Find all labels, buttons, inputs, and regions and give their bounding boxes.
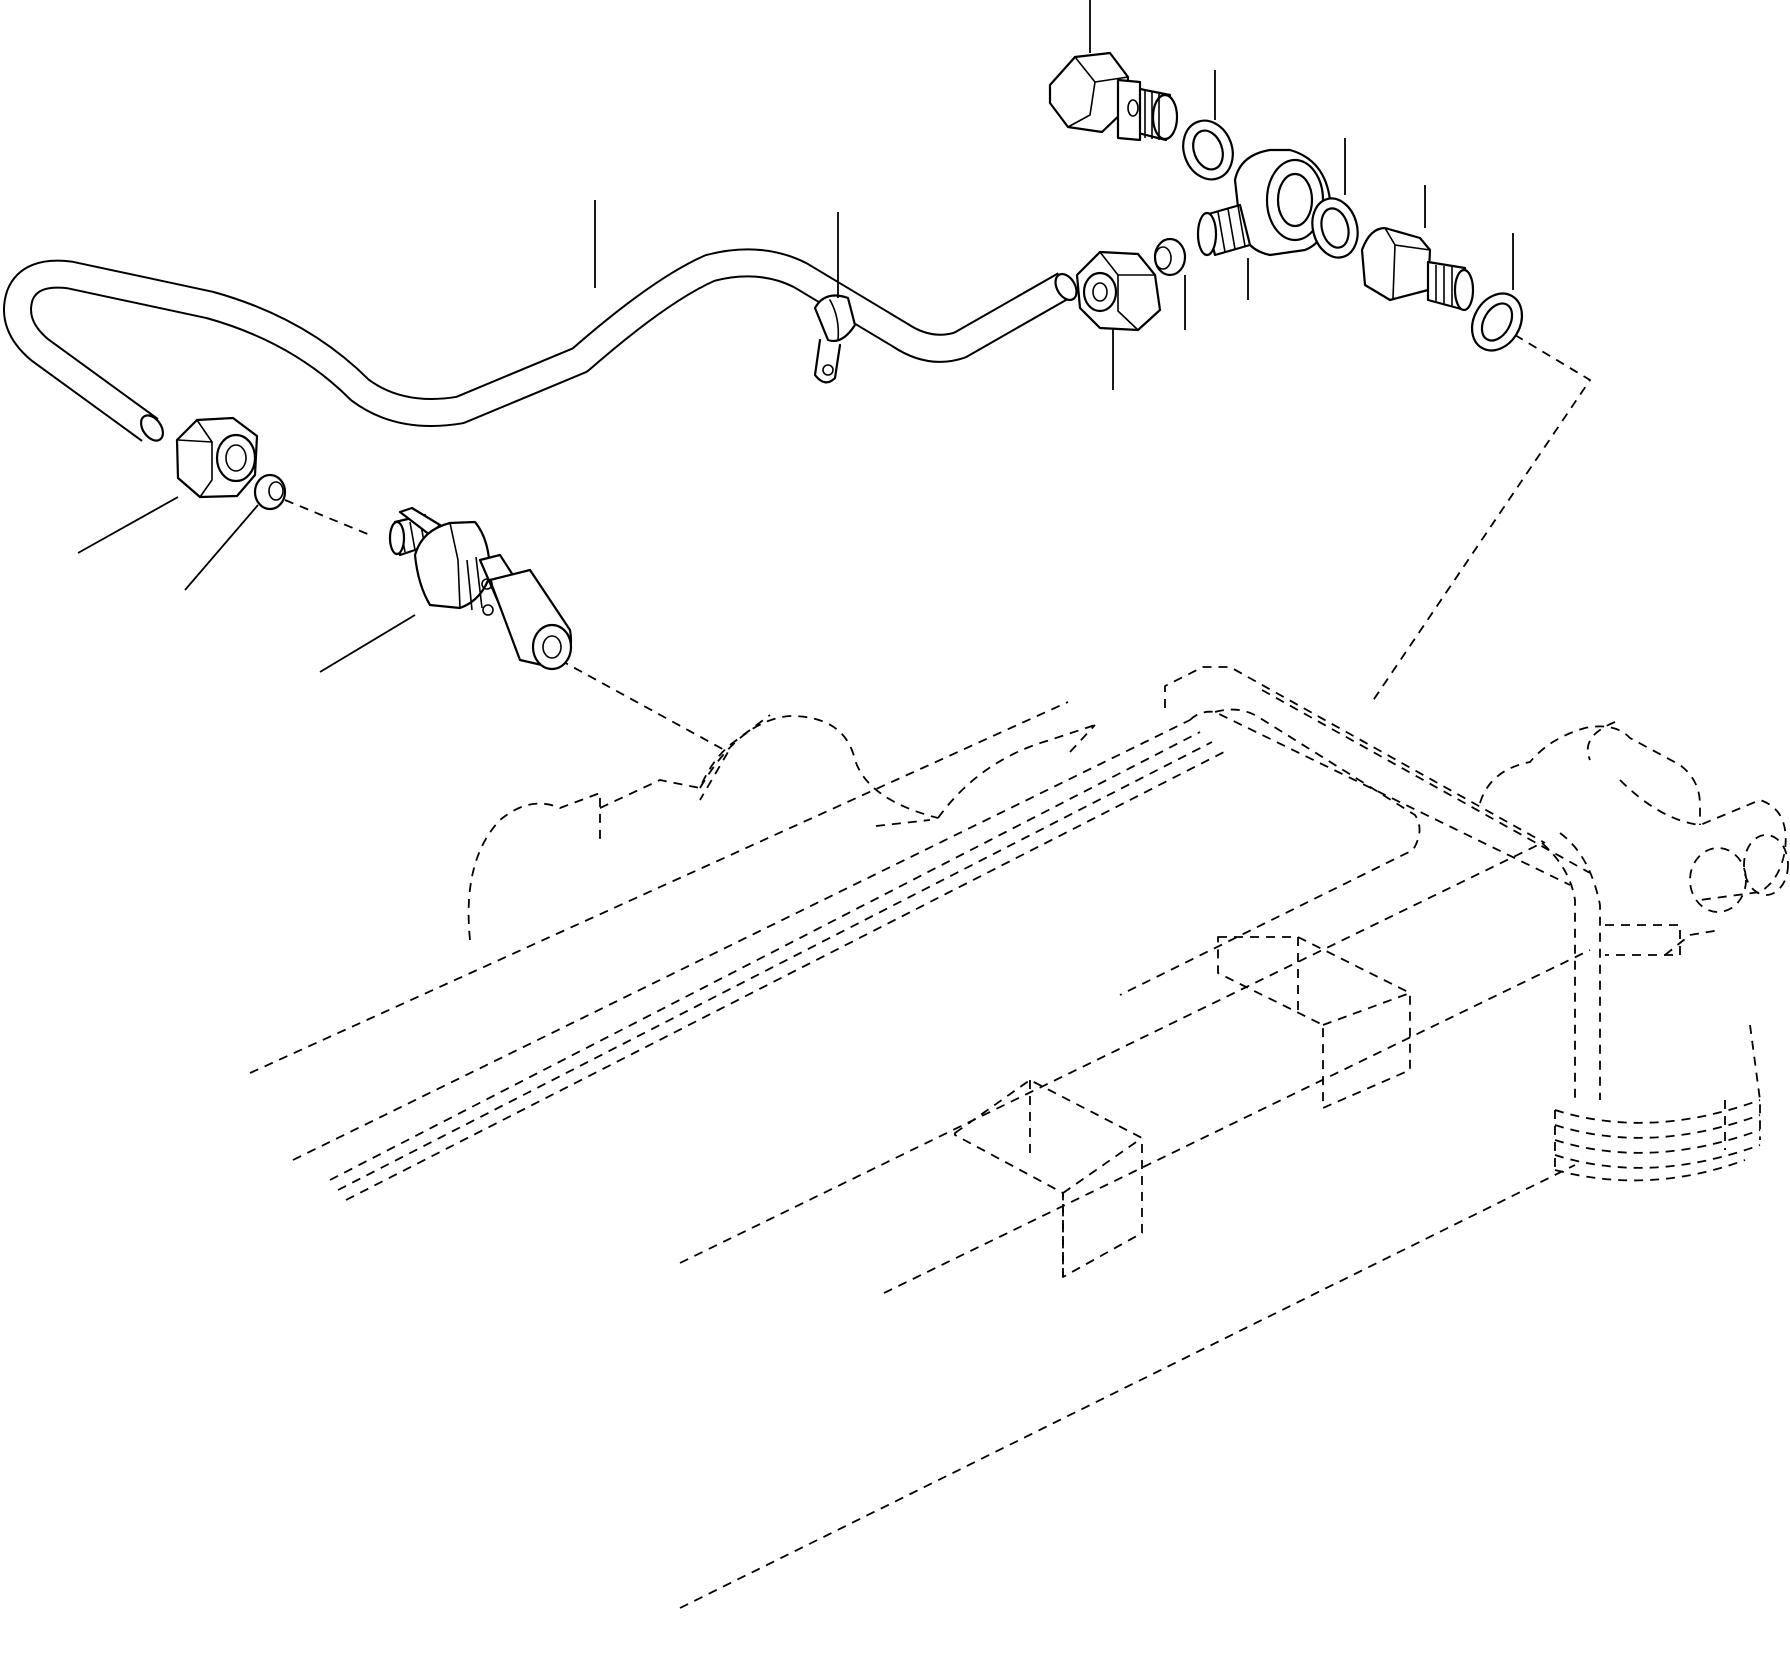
olive-right [1153,237,1187,277]
sealing-washer-middle [1311,197,1359,259]
assembly-line-injector [284,499,729,801]
assembly-line-adapter [1369,334,1591,706]
banjo-bolt [1048,51,1179,142]
pipe-clip [813,294,857,384]
cylinder-head-phantom [249,666,1789,1609]
injector-nozzle [388,506,573,671]
union-nut-left [175,416,259,499]
sealing-washer-upper [1182,119,1234,181]
adapter-connector [1360,226,1475,312]
fuel-pipe [3,248,1078,442]
callout-leaders [77,0,1514,673]
sealing-washer-lower [1470,292,1524,352]
olive-left [253,473,287,511]
union-nut-right [1075,250,1162,332]
banjo-fitting [1196,148,1332,257]
